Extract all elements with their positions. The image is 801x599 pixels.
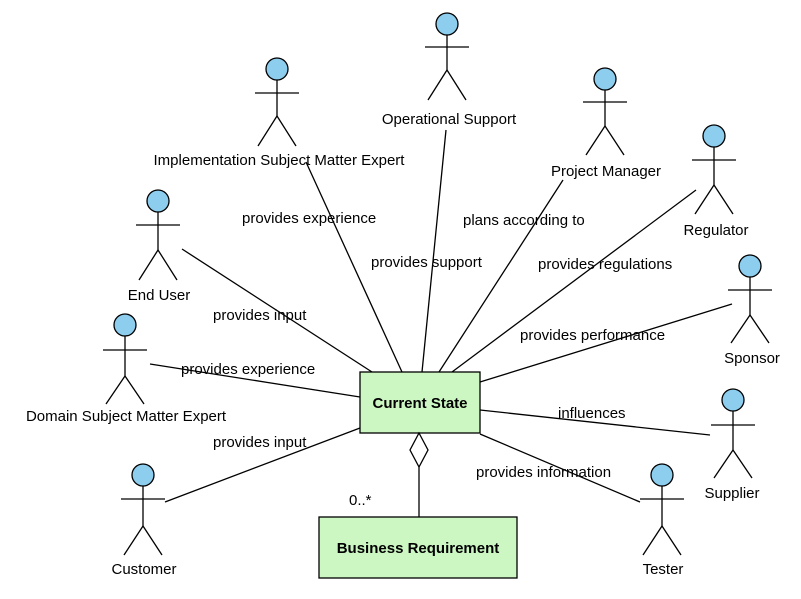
relation-label-project-manager: plans according to — [463, 212, 585, 229]
relation-label-tester: provides information — [476, 464, 611, 481]
multiplicity-label: 0..* — [349, 492, 372, 509]
association-line-domain-sme — [149, 363, 361, 398]
stick-figure-icon — [136, 189, 180, 281]
association-line-customer — [164, 427, 361, 503]
actor-name-supplier: Supplier — [704, 485, 759, 502]
business-requirement-label: Business Requirement — [337, 540, 500, 557]
actor-name-operational-support: Operational Support — [382, 111, 517, 128]
current-state-label: Current State — [372, 395, 467, 412]
stick-figure-icon — [103, 313, 147, 405]
association-line-implementation-sme — [305, 161, 403, 373]
actor-name-customer: Customer — [111, 561, 176, 578]
actor-sponsor[interactable]: Sponsor — [724, 254, 780, 367]
actor-customer[interactable]: Customer — [111, 463, 177, 578]
relation-label-regulator: provides regulations — [538, 256, 672, 273]
stick-figure-icon — [640, 463, 684, 556]
actor-operational-support[interactable]: Operational Support — [382, 12, 517, 128]
association-line-end-user — [181, 248, 373, 373]
stick-figure-icon — [728, 254, 772, 344]
actor-implementation-sme[interactable]: Implementation Subject Matter Expert — [154, 57, 406, 169]
relation-label-implementation-sme: provides experience — [242, 210, 376, 227]
business-requirement-box[interactable]: Business Requirement — [318, 516, 518, 579]
relation-labels: provides experience provides support pla… — [181, 210, 672, 481]
aggregation-diamond — [409, 431, 429, 469]
stick-figure-icon — [583, 67, 627, 156]
association-line-operational-support — [421, 129, 447, 373]
actor-name-domain-sme: Domain Subject Matter Expert — [26, 408, 227, 425]
actor-name-implementation-sme: Implementation Subject Matter Expert — [154, 152, 406, 169]
stick-figure-icon — [711, 388, 755, 479]
association-lines — [149, 129, 733, 517]
actor-supplier[interactable]: Supplier — [704, 388, 760, 502]
relation-label-customer: provides input — [213, 434, 307, 451]
stick-figure-icon — [255, 57, 299, 147]
relation-label-supplier: influences — [558, 405, 626, 422]
actor-name-regulator: Regulator — [683, 222, 748, 239]
relation-label-end-user: provides input — [213, 307, 307, 324]
association-line-supplier — [479, 409, 711, 436]
actor-regulator[interactable]: Regulator — [683, 124, 749, 239]
actor-project-manager[interactable]: Project Manager — [551, 67, 661, 180]
stick-figure-icon — [425, 12, 469, 101]
actor-tester[interactable]: Tester — [640, 463, 684, 578]
relation-label-domain-sme: provides experience — [181, 361, 315, 378]
actor-name-project-manager: Project Manager — [551, 163, 661, 180]
stick-figure-icon — [121, 463, 165, 556]
stick-figure-icon — [692, 124, 736, 215]
actor-name-sponsor: Sponsor — [724, 350, 780, 367]
actor-name-end-user: End User — [128, 287, 191, 304]
association-line-regulator — [451, 189, 697, 373]
actor-end-user[interactable]: End User — [128, 189, 191, 304]
relation-label-sponsor: provides performance — [520, 327, 665, 344]
actor-name-tester: Tester — [643, 561, 684, 578]
relation-label-operational-support: provides support — [371, 254, 483, 271]
association-line-project-manager — [438, 179, 564, 373]
actor-domain-sme[interactable]: Domain Subject Matter Expert — [26, 313, 227, 425]
current-state-box[interactable]: Current State — [359, 371, 481, 434]
association-line-tester — [479, 433, 641, 503]
association-line-sponsor — [479, 303, 733, 383]
